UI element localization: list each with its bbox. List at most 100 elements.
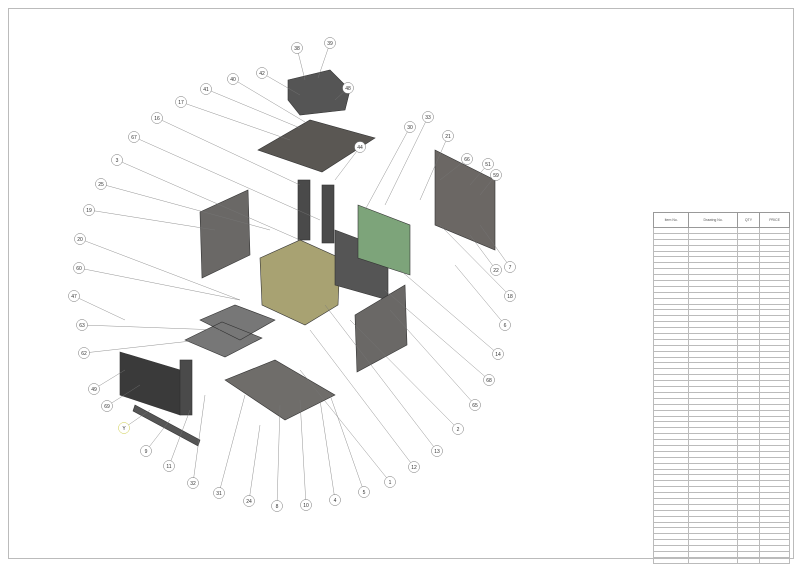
table-cell	[736, 550, 761, 558]
balloon-label: 3	[116, 158, 119, 164]
leader-line	[299, 369, 391, 483]
balloon-circle	[358, 486, 370, 498]
balloon-label: 47	[71, 294, 77, 300]
balloon-circle	[83, 204, 95, 216]
balloon-label: 13	[434, 449, 440, 455]
balloon-label: 1	[389, 480, 392, 486]
balloon-circle	[243, 495, 255, 507]
balloon-circle	[95, 178, 107, 190]
header-qty: QTY	[736, 212, 761, 228]
sheet-border	[8, 8, 794, 559]
table-cell	[759, 244, 790, 252]
balloon-circle	[118, 422, 130, 434]
balloon-label: 14	[495, 352, 501, 358]
balloon-circle	[483, 374, 495, 386]
leader-line	[309, 329, 415, 468]
balloon-label: 10	[303, 503, 309, 509]
leader-line	[79, 238, 241, 301]
balloon-circle	[461, 153, 473, 165]
balloon-label: 30	[407, 125, 413, 131]
balloon-label: 59	[493, 173, 499, 179]
balloon-label: 63	[79, 323, 85, 329]
leader-line	[232, 78, 306, 123]
leader-line	[324, 304, 438, 452]
leader-line	[319, 399, 336, 501]
leader-line	[261, 72, 301, 96]
handle-cover	[287, 69, 351, 116]
balloon-circle	[88, 383, 100, 395]
balloon-circle	[499, 319, 511, 331]
table-cell	[759, 232, 790, 240]
table-cell	[759, 550, 790, 558]
balloon-label: 2	[457, 427, 460, 433]
balloon-label: 21	[445, 134, 451, 140]
balloon-circle	[271, 500, 283, 512]
table-row	[652, 521, 790, 529]
balloon-circle	[76, 319, 88, 331]
balloon-label: 24	[246, 499, 252, 505]
balloon-label: 42	[259, 71, 265, 77]
table-cell	[652, 527, 690, 535]
table-cell	[652, 521, 690, 529]
duct-right	[321, 184, 335, 244]
balloon-label: Y	[122, 426, 126, 432]
balloon-label: 67	[131, 135, 137, 141]
balloon-label: 5	[363, 490, 366, 496]
balloon-label: 49	[91, 387, 97, 393]
balloon-label: 16	[154, 116, 160, 122]
balloon-label: 68	[486, 378, 492, 384]
table-cell	[759, 515, 790, 523]
balloon-label: 41	[203, 87, 209, 93]
table-cell	[652, 539, 690, 547]
balloon-circle	[140, 445, 152, 457]
leader-line	[276, 404, 281, 507]
leader-line	[469, 234, 497, 271]
leader-line	[180, 101, 291, 141]
table-row	[652, 527, 790, 535]
balloon-label: 7	[509, 265, 512, 271]
balloon-circle	[151, 112, 163, 124]
table-cell	[652, 515, 690, 523]
balloon-circle	[291, 42, 303, 54]
balloon-label: 62	[81, 351, 87, 357]
balloon-circle	[492, 348, 504, 360]
leader-line	[454, 264, 506, 326]
table-cell	[652, 533, 690, 541]
leader-line	[218, 394, 246, 494]
balloon-circle	[469, 399, 481, 411]
balloon-circle	[175, 96, 187, 108]
balloon-circle	[504, 290, 516, 302]
balloon-label: 11	[166, 464, 171, 470]
leader-line	[399, 269, 499, 355]
balloon-label: 4	[334, 498, 337, 504]
leader-line	[364, 126, 411, 211]
table-row	[652, 238, 790, 246]
balloon-label: 8	[276, 504, 279, 510]
table-cell	[736, 238, 761, 246]
balloon-label: 33	[425, 115, 431, 121]
leader-line	[78, 267, 241, 301]
leader-line	[93, 369, 126, 390]
balloon-circle	[128, 131, 140, 143]
leader-line	[317, 42, 331, 79]
table-row	[652, 232, 790, 240]
leader-line	[145, 419, 171, 452]
table-cell	[736, 521, 761, 529]
table-cell	[736, 227, 761, 234]
table-row	[652, 244, 790, 252]
balloon-circle	[68, 290, 80, 302]
leader-line	[192, 394, 206, 484]
table-row	[652, 556, 790, 564]
balloon-label: 22	[493, 268, 499, 274]
balloon-circle	[324, 37, 336, 49]
balloon-label: 38	[294, 46, 300, 52]
balloon-circle	[490, 264, 502, 276]
table-cell	[736, 244, 761, 252]
balloon-label: 19	[86, 208, 92, 214]
base-tray	[224, 359, 336, 421]
table-cell	[652, 227, 690, 234]
leader-line	[106, 384, 141, 407]
